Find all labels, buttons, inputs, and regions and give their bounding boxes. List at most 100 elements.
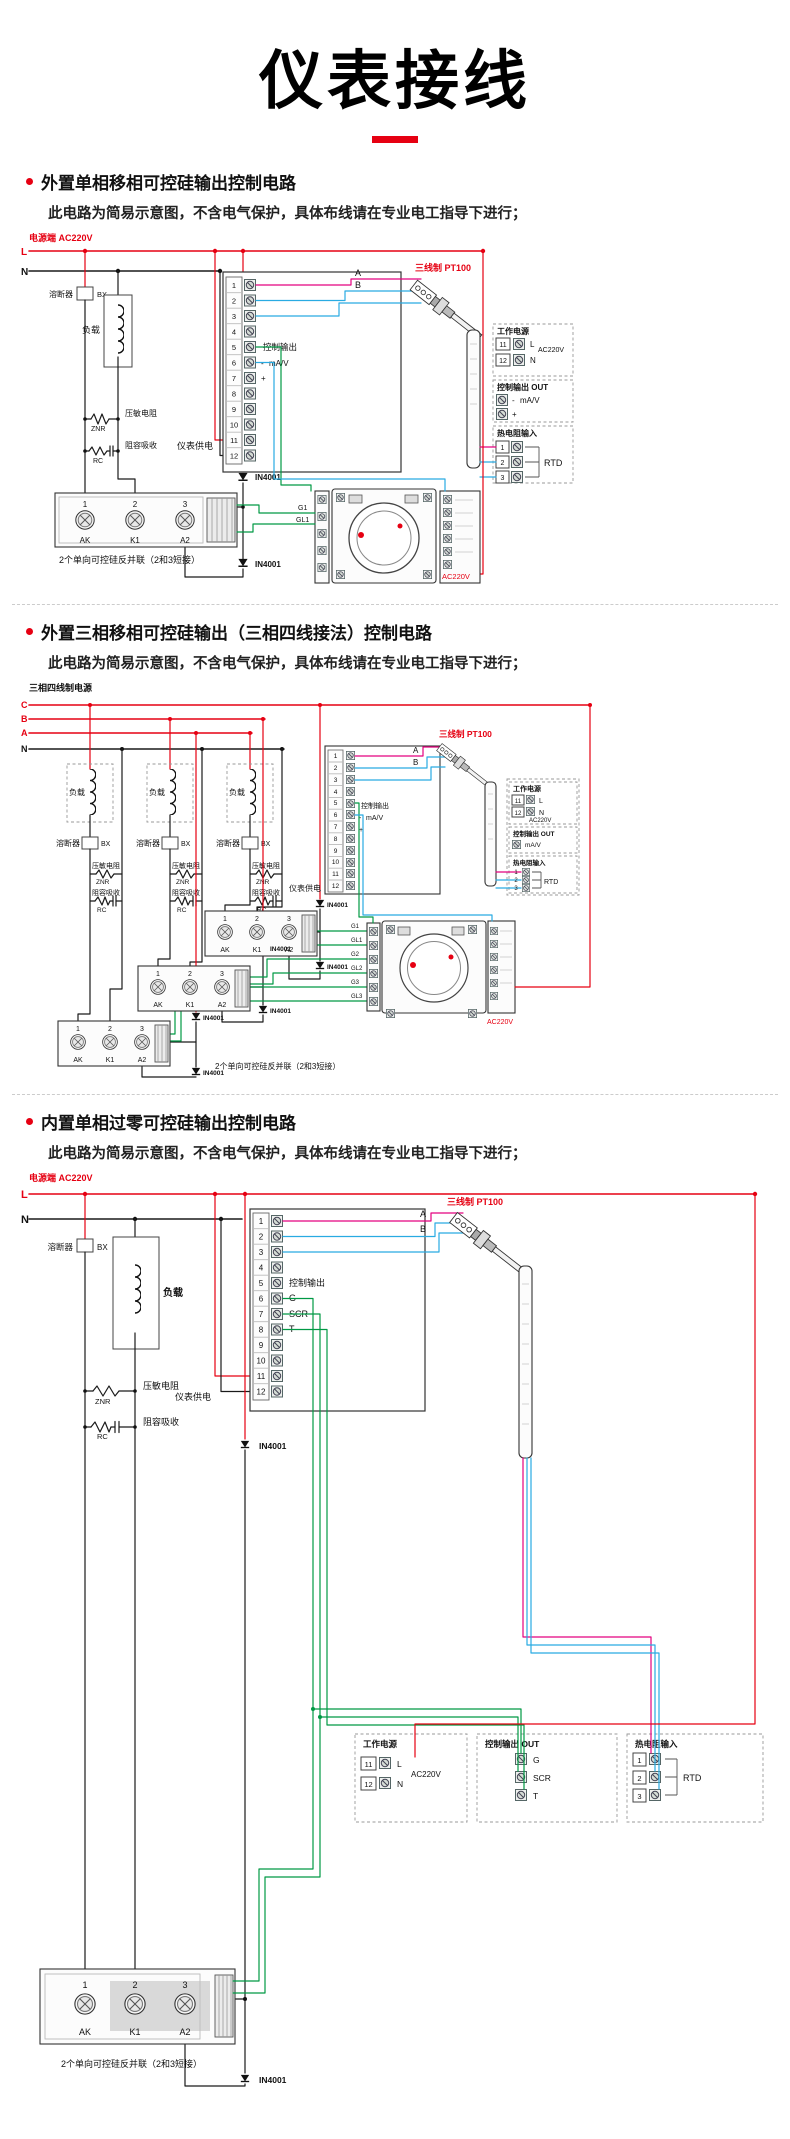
diagram-zero-cross: 电源端 AC220V L N 溶断器 BX 负载 — [21, 1172, 764, 2087]
panel-power-12: 12 — [499, 358, 507, 365]
scr-module-1 — [57, 1020, 171, 1067]
svg-text:6: 6 — [334, 812, 338, 819]
meter-supply-wires — [214, 1193, 254, 1393]
line-a-label: A — [21, 728, 28, 738]
panel-rtd-rtd: RTD — [683, 1773, 702, 1783]
line-c-label: C — [21, 700, 28, 710]
section-3-heading: 内置单相过零可控硅输出控制电路 — [41, 1114, 296, 1133]
fuse-2-bx: BX — [181, 841, 191, 848]
svg-text:3: 3 — [232, 312, 236, 321]
title-underline — [372, 136, 418, 143]
minus-label: - — [261, 359, 264, 368]
panel-working-power — [492, 323, 574, 377]
panel-out-title: 控制输出 OUT — [485, 1739, 540, 1749]
rc-rc-label: RC — [97, 1432, 108, 1441]
controller-box — [249, 1208, 426, 1412]
section-1-heading: 外置单相移相可控硅输出控制电路 — [41, 174, 296, 193]
svg-text:IN4001: IN4001 — [270, 1008, 291, 1015]
svg-text:A2: A2 — [218, 1002, 227, 1009]
power-lines — [28, 248, 486, 274]
svg-text:1: 1 — [223, 916, 227, 923]
varistor-rc-3 — [249, 869, 283, 907]
svg-text:7: 7 — [232, 374, 236, 383]
rc-2-label: 阻容吸收 — [172, 888, 200, 897]
rc-label: 阻容吸收 — [143, 1416, 179, 1427]
panel-out-scr: SCR — [533, 1773, 551, 1783]
svg-text:5: 5 — [334, 800, 338, 807]
panel-out-mav: mA/V — [525, 842, 542, 849]
svg-text:1: 1 — [259, 1217, 264, 1226]
line-n-label: N — [21, 267, 28, 278]
controller-box — [324, 745, 441, 895]
wire-a-label: A — [420, 1209, 426, 1219]
bullet-icon — [26, 628, 33, 635]
mav-label: mA/V — [269, 359, 289, 368]
line-l-label: L — [21, 1189, 28, 1201]
panel-power-ac220v: AC220V — [411, 1770, 441, 1779]
power-terminal-label: 三相四线制电源 — [29, 682, 92, 693]
svg-text:2: 2 — [108, 1026, 112, 1033]
scr-note: 2个单向可控硅反并联（2和3短接） — [59, 554, 200, 565]
svg-text:12: 12 — [230, 452, 238, 461]
svg-text:10: 10 — [230, 421, 238, 430]
control-wires — [236, 346, 446, 533]
load-label: 负载 — [82, 324, 100, 335]
rc-2-rc: RC — [177, 907, 187, 914]
svg-text:3: 3 — [220, 971, 224, 978]
scr-module-3 — [204, 910, 318, 957]
znr-2-label: 压敏电阻 — [172, 861, 200, 870]
line-n-label: N — [21, 744, 28, 754]
svg-text:6: 6 — [259, 1295, 264, 1304]
section-2-heading-row: 外置三相移相可控硅输出（三相四线接法）控制电路 — [0, 615, 790, 644]
varistor-label: 压敏电阻 — [125, 408, 157, 418]
control-wires — [354, 704, 591, 988]
diagram-three-phase-shift: 三相四线制电源 C B A N — [21, 682, 592, 1078]
page-title: 仪表接线 — [259, 45, 531, 117]
fuse-1-label: 溶断器 — [56, 838, 80, 848]
scr-module — [54, 492, 238, 548]
scr-t3-name: A2 — [179, 2027, 190, 2037]
svg-text:IN4001: IN4001 — [327, 964, 348, 971]
panel-power-title: 工作电源 — [513, 784, 541, 793]
load-branch — [112, 1218, 160, 1970]
svg-text:11: 11 — [257, 1372, 266, 1381]
panel-rtd-3: 3 — [501, 475, 505, 482]
pt100-sheath — [484, 781, 497, 887]
meter-supply-label: 仪表供电 — [175, 1391, 211, 1402]
section-single-phase-shift: 外置单相移相可控硅输出控制电路 此电路为简易示意图，不含电气保护，具体布线请在专… — [0, 165, 790, 594]
scr-t2-name: K1 — [129, 2027, 140, 2037]
svg-text:12: 12 — [257, 1388, 266, 1397]
svg-text:1: 1 — [76, 1026, 80, 1033]
section-divider-1 — [12, 604, 778, 605]
diode-2-label: IN4001 — [255, 560, 281, 569]
svg-text:7: 7 — [334, 824, 338, 831]
panel-out-title: 控制输出 OUT — [513, 829, 555, 838]
fuse-1-bx: BX — [101, 841, 111, 848]
panel-rtd-input — [626, 1733, 764, 1823]
wire-a-label: A — [413, 746, 419, 755]
diagram-single-phase-shift: 电源端 AC220V L N 溶断器 BX 负载 压敏电阻 ZNR — [21, 232, 574, 584]
pt100-wires — [354, 746, 446, 781]
panel-power-l: L — [397, 1759, 402, 1769]
panel-rtd-title: 热电阻输入 — [513, 858, 546, 867]
gate-gl1-label: GL1 — [296, 517, 309, 524]
diode-chain — [184, 1193, 250, 2087]
svg-text:8: 8 — [259, 1326, 264, 1335]
varistor — [83, 413, 120, 425]
svg-text:G3: G3 — [351, 980, 360, 986]
panel-rtd-2: 2 — [501, 460, 505, 467]
panel-power-12: 12 — [364, 1780, 372, 1789]
scr-note: 2个单向可控硅反并联（2和3短接） — [215, 1061, 340, 1071]
panel-power-l: L — [530, 340, 535, 349]
svg-text:2: 2 — [255, 916, 259, 923]
pt100-label: 三线制 PT100 — [439, 729, 492, 739]
scr-t2-name: K1 — [130, 536, 140, 545]
rc-snubber — [83, 445, 120, 457]
panel-rtd-1: 1 — [501, 445, 505, 452]
panel-control-out — [492, 379, 574, 423]
section-zero-cross: 内置单相过零可控硅输出控制电路 此电路为简易示意图，不含电气保护，具体布线请在专… — [0, 1105, 790, 2104]
svg-text:K1: K1 — [253, 947, 262, 954]
rc-3-label: 阻容吸收 — [252, 888, 280, 897]
